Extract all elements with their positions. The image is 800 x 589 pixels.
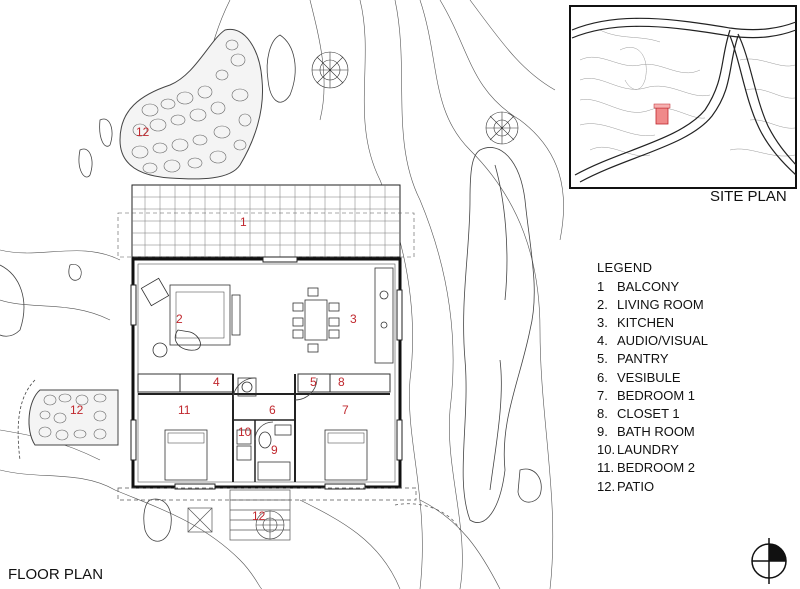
legend-item-name: CLOSET 1 — [617, 405, 680, 421]
legend-item-num: 11. — [597, 460, 615, 476]
legend-item-num: 1 — [597, 278, 605, 294]
legend-item-name: LIVING ROOM — [617, 296, 704, 312]
room-num-bath: 9 — [271, 443, 278, 457]
patio-top-stonework — [119, 28, 264, 180]
patio-left-stonework — [17, 379, 119, 461]
legend-item: 5. PANTRY — [597, 350, 797, 368]
room-num-bed1: 7 — [342, 403, 349, 417]
legend-item-name: VESIBULE — [617, 369, 681, 385]
site-plan-inset — [569, 5, 797, 189]
room-numbers: 1 2 3 4 5 6 7 8 9 10 11 12 12 12 — [70, 125, 357, 523]
legend-item: 12. PATIO — [597, 477, 797, 495]
legend-item: 2. LIVING ROOM — [597, 295, 797, 313]
legend-item-num: 10. — [597, 442, 616, 458]
legend-item: 6. VESIBULE — [597, 368, 797, 386]
entry-stairs — [117, 487, 461, 541]
house-walls — [130, 256, 403, 490]
legend-item-num: 2. — [597, 296, 608, 312]
legend-item-name: KITCHEN — [617, 314, 675, 330]
north-arrow-icon — [751, 538, 787, 584]
legend-item: 3. KITCHEN — [597, 313, 797, 331]
legend-item-num: 9. — [597, 424, 608, 440]
contour-lines — [0, 0, 564, 589]
legend-item-name: PATIO — [617, 478, 655, 494]
room-num-living: 2 — [176, 312, 183, 326]
legend-item-name: BALCONY — [617, 278, 680, 294]
room-num-kitchen: 3 — [350, 312, 357, 326]
legend-title: LEGEND — [597, 260, 653, 275]
room-num-patio-top: 12 — [136, 125, 150, 139]
legend-item: 11. BEDROOM 2 — [597, 459, 797, 477]
legend-item: 7. BEDROOM 1 — [597, 386, 797, 404]
room-num-closet: 8 — [338, 375, 345, 389]
room-num-patio-bottom: 12 — [252, 509, 266, 523]
legend-item-name: LAUNDRY — [617, 442, 679, 458]
legend-item-num: 7. — [597, 387, 608, 403]
room-num-av: 4 — [213, 375, 220, 389]
legend-item-num: 5. — [597, 351, 608, 367]
site-plan-title: SITE PLAN — [710, 188, 787, 205]
legend-item-num: 12. — [597, 478, 616, 494]
legend-item: 10.LAUNDRY — [597, 441, 797, 459]
legend-item-name: PANTRY — [617, 351, 669, 367]
balcony — [117, 184, 415, 258]
room-num-pantry: 5 — [310, 375, 317, 389]
floor-plan-title: FLOOR PLAN — [8, 566, 104, 583]
furniture — [140, 267, 394, 481]
legend-item-name: BATH ROOM — [617, 424, 695, 440]
legend-item-num: 6. — [597, 369, 608, 385]
room-num-vestibule: 6 — [269, 403, 276, 417]
legend-item: 4. AUDIO/VISUAL — [597, 332, 797, 350]
legend-item: 8. CLOSET 1 — [597, 404, 797, 422]
legend-item-num: 3. — [597, 314, 608, 330]
room-num-patio-left: 12 — [70, 403, 84, 417]
rock-outlines — [0, 34, 542, 542]
room-num-balcony: 1 — [240, 215, 247, 229]
legend-item-num: 8. — [597, 405, 608, 421]
room-num-bed2: 11 — [178, 403, 191, 417]
legend-item-name: AUDIO/VISUAL — [617, 333, 709, 349]
legend-item: 1 BALCONY — [597, 277, 797, 295]
legend-item-name: BEDROOM 1 — [617, 387, 696, 403]
room-num-laundry: 10 — [238, 425, 252, 439]
tree-symbols — [255, 51, 519, 540]
legend-item-num: 4. — [597, 333, 608, 349]
legend-item-name: BEDROOM 2 — [617, 460, 696, 476]
legend-item: 9. BATH ROOM — [597, 423, 797, 441]
